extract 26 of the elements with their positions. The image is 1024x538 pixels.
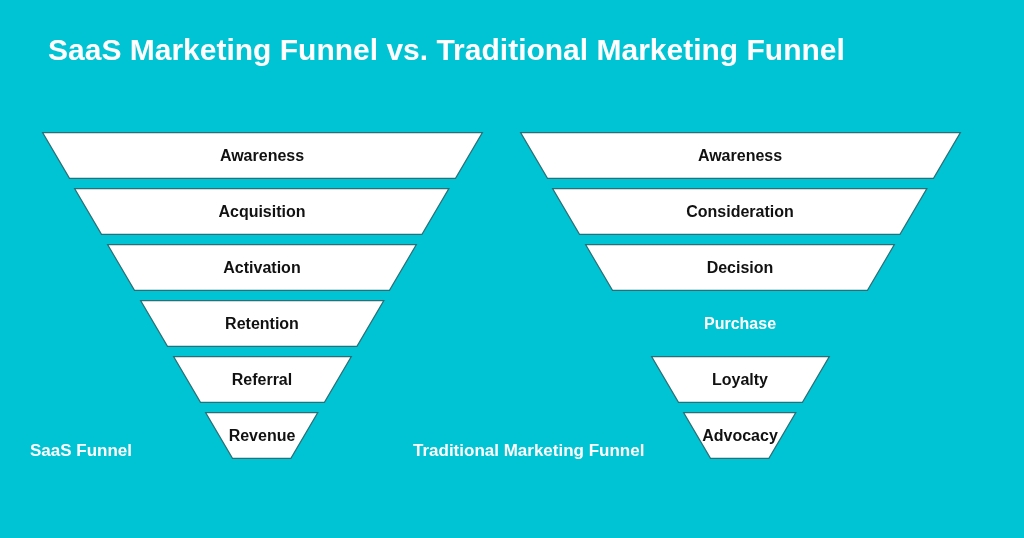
stage-label: Consideration	[686, 201, 794, 222]
funnel-segment	[650, 356, 830, 403]
stage-label: Purchase	[704, 314, 777, 334]
funnel-segment	[172, 356, 352, 403]
title: SaaS Marketing Funnel vs. Traditional Marketing Funnel	[48, 33, 845, 68]
funnel-segment	[552, 188, 928, 235]
stage-label: Awareness	[697, 145, 783, 166]
stage-label: Advocacy	[702, 425, 778, 446]
funnel-caption: SaaS Funnel	[30, 441, 133, 462]
funnel-caption: Traditional Marketing Funnel	[413, 441, 645, 462]
funnel-segment	[585, 244, 895, 291]
funnel-segment	[683, 412, 797, 459]
stage-label: Acquisition	[218, 201, 306, 222]
stage-label: Revenue	[228, 425, 296, 446]
stage-label: Referral	[231, 369, 293, 390]
stage-label: Loyalty	[711, 369, 768, 390]
funnel-segment	[41, 132, 483, 179]
stage-label: Decision	[706, 257, 774, 278]
funnel-segment	[74, 188, 450, 235]
funnel-segment	[139, 300, 385, 347]
funnel-segment	[107, 244, 417, 291]
funnel-segment	[205, 412, 319, 459]
stage-label: Activation	[223, 257, 301, 278]
stage-label: Awareness	[219, 145, 305, 166]
stage-label: Retention	[225, 313, 299, 334]
funnel-segment	[519, 132, 961, 179]
